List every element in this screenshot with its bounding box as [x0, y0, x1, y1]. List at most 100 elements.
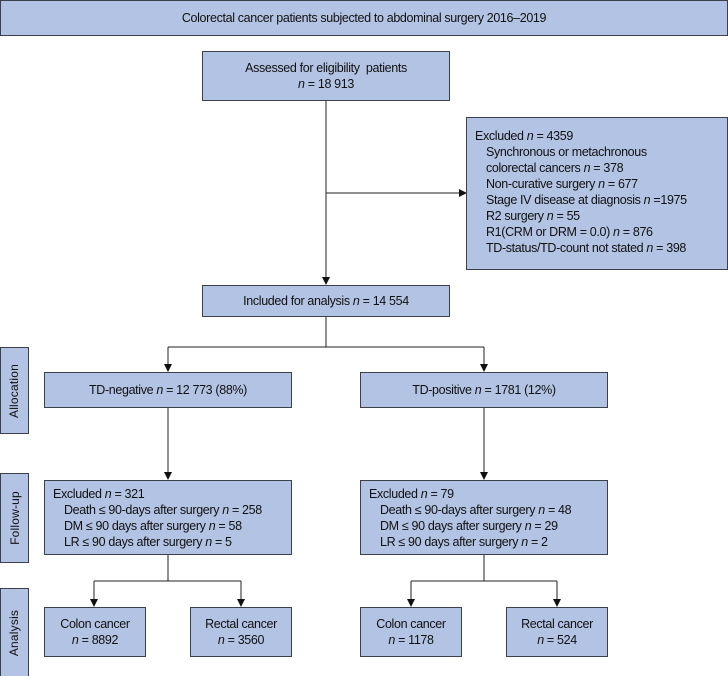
item-value: = 5 [211, 535, 232, 549]
included-box: Included for analysis n = 14 554 [202, 285, 450, 317]
item-value: = 29 [531, 519, 558, 533]
excluded-reason: LR ≤ 90 days after surgery n = 5 [53, 534, 291, 550]
item-value: = 48 [544, 503, 572, 517]
item-label: DM ≤ 90 days after surgery [380, 519, 525, 533]
n-symbol: n [646, 241, 654, 255]
n-symbol: n [546, 209, 554, 223]
n-symbol: n [583, 161, 591, 175]
item-label: Death ≤ 90-days after surgery [380, 503, 539, 517]
excluded-title: Excluded n = 79 [369, 486, 607, 502]
excluded-reason: R2 surgery n = 55 [475, 208, 727, 224]
n-symbol: n [598, 177, 605, 191]
excluded-reason: DM ≤ 90 days after surgery n = 29 [369, 518, 607, 534]
item-value: = 55 [553, 209, 580, 223]
n-symbol: n [613, 225, 620, 239]
td-positive-label: TD-positive n = 1781 (12%) [412, 382, 556, 398]
excluded-reason: TD-status/TD-count not stated n = 398 [475, 240, 727, 256]
n-symbol: n [521, 535, 528, 549]
item-value: = 58 [215, 519, 242, 533]
item-label: Stage IV disease at diagnosis [486, 193, 644, 207]
excluded-label: Excluded [53, 487, 105, 501]
excluded-initial-title: Excluded n = 4359 [475, 128, 727, 144]
n-symbol: n [538, 503, 545, 517]
included-value: = 14 554 [359, 294, 410, 308]
excluded-reason: R1(CRM or DRM = 0.0) n = 876 [475, 224, 727, 240]
excluded-value: = 321 [111, 487, 145, 501]
excluded-reason: DM ≤ 90 days after surgery n = 58 [53, 518, 291, 534]
excluded-reason: Death ≤ 90-days after surgery n = 48 [369, 502, 607, 518]
item-label: TD-status/TD-count not stated [486, 241, 647, 255]
rectal-count: n = 524 [537, 632, 577, 648]
item-label: Death ≤ 90-days after surgery [64, 503, 223, 517]
stage-label-allocation: Allocation [0, 347, 29, 434]
n-symbol: n [205, 535, 212, 549]
assessed-value: = 18 913 [304, 77, 355, 91]
n-symbol: n [537, 633, 544, 647]
n-symbol: n [156, 383, 163, 397]
excluded-label: Excluded [369, 487, 421, 501]
stage-label-analysis: Analysis [0, 588, 29, 676]
assessed-box: Assessed for eligibility patients n = 18… [202, 51, 450, 101]
n-symbol: n [298, 77, 305, 91]
included-label: Included for analysis [243, 294, 353, 308]
n-symbol: n [217, 633, 225, 647]
n-symbol: n [71, 633, 79, 647]
header-title: Colorectal cancer patients subjected to … [181, 11, 547, 25]
allocation-text: Allocation [7, 363, 22, 418]
n-symbol: n [352, 294, 360, 308]
item-label: TD-negative [88, 383, 157, 397]
assessed-label: Assessed for eligibility patients [245, 61, 407, 75]
item-value: =1975 [650, 193, 687, 207]
rectal-label: Rectal cancer [205, 617, 277, 631]
item-label: Synchronous or metachronous [486, 145, 647, 159]
colon-label: Colon cancer [376, 617, 446, 631]
excluded-reason: Stage IV disease at diagnosis n =1975 [475, 192, 727, 208]
excluded-value: = 4359 [533, 129, 573, 143]
item-label: colorectal cancers [486, 161, 584, 175]
item-label: LR ≤ 90 days after surgery [380, 535, 522, 549]
excluded-value: = 79 [427, 487, 454, 501]
item-value: = 677 [604, 177, 638, 191]
excluded-reason: Non-curative surgery n = 677 [475, 176, 727, 192]
item-value: = 398 [653, 241, 687, 255]
td-negative-box: TD-negative n = 12 773 (88%) [44, 372, 292, 408]
n-symbol: n [104, 487, 112, 501]
item-value: = 1781 (12%) [481, 383, 556, 397]
item-label: LR ≤ 90 days after surgery [64, 535, 206, 549]
rectal-value: = 3560 [224, 633, 265, 647]
excluded-reason: colorectal cancers n = 378 [475, 160, 727, 176]
excluded-reason: LR ≤ 90 days after surgery n = 2 [369, 534, 607, 550]
n-symbol: n [524, 519, 532, 533]
item-label: R1(CRM or DRM = 0.0) [486, 225, 614, 239]
item-label: TD-positive [412, 383, 475, 397]
excluded-reason: Death ≤ 90-days after surgery n = 258 [53, 502, 291, 518]
excluded-label: Excluded [475, 129, 527, 143]
colon-count: n = 8892 [71, 632, 119, 648]
colon-value: = 1178 [394, 633, 434, 647]
colon-label: Colon cancer [60, 617, 130, 631]
excluded-title: Excluded n = 321 [53, 486, 291, 502]
colon-count: n = 1178 [388, 632, 434, 648]
followup-text: Follow-up [7, 491, 22, 545]
excluded-initial-box: Excluded n = 4359 Synchronous or metachr… [466, 117, 728, 270]
excluded-reason: Synchronous or metachronous [475, 144, 727, 160]
included-text: Included for analysis n = 14 554 [243, 293, 409, 309]
colon-value: = 8892 [78, 633, 119, 647]
n-symbol: n [526, 129, 534, 143]
item-value: = 12 773 (88%) [162, 383, 247, 397]
td-negative-label: TD-negative n = 12 773 (88%) [89, 382, 247, 398]
analysis-text: Analysis [7, 609, 22, 657]
td-positive-box: TD-positive n = 1781 (12%) [360, 372, 608, 408]
rectal-count: n = 3560 [217, 632, 265, 648]
rectal-value: = 524 [543, 633, 577, 647]
assessed-count: n = 18 913 [298, 76, 354, 92]
header-box: Colorectal cancer patients subjected to … [0, 0, 728, 36]
